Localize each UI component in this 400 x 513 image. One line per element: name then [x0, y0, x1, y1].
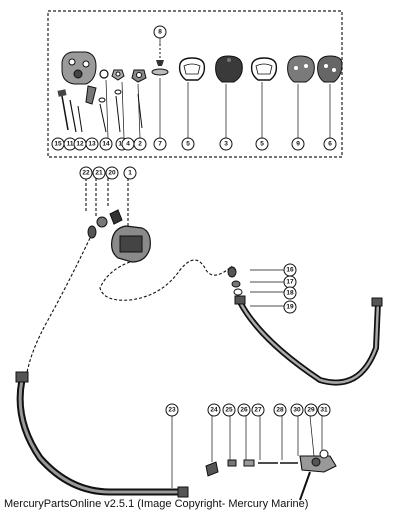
- callout-inset-5b: 5: [255, 137, 269, 151]
- svg-text:20: 20: [108, 170, 116, 177]
- svg-text:3: 3: [224, 141, 228, 148]
- svg-text:23: 23: [168, 407, 176, 414]
- callout-main-29: 29: [304, 403, 318, 417]
- svg-text:1: 1: [128, 170, 132, 177]
- svg-text:8: 8: [158, 29, 162, 36]
- svg-text:22: 22: [82, 170, 90, 177]
- svg-text:26: 26: [240, 407, 248, 414]
- callout-inset-12: 12: [73, 137, 87, 151]
- callout-main-24: 24: [207, 403, 221, 417]
- callout-main-30: 30: [290, 403, 304, 417]
- callout-main-20: 20: [105, 166, 119, 180]
- inset-screws: [57, 85, 143, 133]
- inset-small-parts: [99, 69, 147, 83]
- callout-inset-8: 8: [153, 25, 167, 39]
- inset-part-7: [151, 44, 169, 76]
- callout-main-18: 18: [283, 286, 297, 300]
- svg-text:18: 18: [286, 290, 294, 297]
- fuel-line-dashed: [25, 178, 233, 379]
- svg-text:19: 19: [286, 304, 294, 311]
- callout-inset-15: 15: [51, 137, 65, 151]
- svg-text:2: 2: [138, 141, 142, 148]
- inset-detail-box: [47, 10, 343, 158]
- callout-inset-3: 3: [219, 137, 233, 151]
- callout-main-31: 31: [317, 403, 331, 417]
- callout-main-22: 22: [79, 166, 93, 180]
- svg-text:12: 12: [76, 141, 84, 148]
- svg-text:27: 27: [254, 407, 262, 414]
- svg-text:14: 14: [102, 141, 110, 148]
- callout-main-19: 19: [283, 300, 297, 314]
- callout-main-28: 28: [273, 403, 287, 417]
- callout-inset-6: 6: [323, 137, 337, 151]
- main-leaders: [171, 269, 323, 488]
- callout-main-3-small: [319, 449, 329, 459]
- main-lower-fittings: [205, 455, 337, 501]
- svg-text:30: 30: [293, 407, 301, 414]
- main-hose-left: [15, 371, 189, 498]
- svg-text:9: 9: [296, 141, 300, 148]
- callout-main-25: 25: [222, 403, 236, 417]
- svg-text:25: 25: [225, 407, 233, 414]
- callout-main-17: 17: [283, 275, 297, 289]
- svg-text:13: 13: [88, 141, 96, 148]
- svg-text:21: 21: [95, 170, 103, 177]
- callout-inset-7: 7: [153, 137, 167, 151]
- svg-text:5: 5: [260, 141, 264, 148]
- inset-housing-part: [61, 51, 97, 85]
- copyright-caption: MercuryPartsOnline v2.5.1 (Image Copyrig…: [4, 498, 309, 510]
- inset-leaders: [105, 38, 331, 139]
- inset-gaskets: [178, 55, 343, 83]
- callout-inset-13: 13: [85, 137, 99, 151]
- callout-inset-4: 4: [121, 137, 135, 151]
- callout-inset-9: 9: [291, 137, 305, 151]
- svg-text:6: 6: [328, 141, 332, 148]
- svg-text:15: 15: [54, 141, 62, 148]
- svg-text:7: 7: [158, 141, 162, 148]
- svg-text:5: 5: [186, 141, 190, 148]
- main-upper-parts: [87, 209, 151, 263]
- svg-text:24: 24: [210, 407, 218, 414]
- svg-text:16: 16: [286, 267, 294, 274]
- callout-inset-11: 11: [63, 137, 77, 151]
- main-hose-right: [227, 266, 383, 386]
- svg-text:31: 31: [320, 407, 328, 414]
- svg-text:29: 29: [307, 407, 315, 414]
- svg-text:28: 28: [276, 407, 284, 414]
- callout-main-1: 1: [123, 166, 137, 180]
- callout-inset-5a: 5: [181, 137, 195, 151]
- callout-main-27: 27: [251, 403, 265, 417]
- callout-main-26: 26: [237, 403, 251, 417]
- callout-inset-2: 2: [133, 137, 147, 151]
- callout-main-23: 23: [165, 403, 179, 417]
- callout-main-21: 21: [92, 166, 106, 180]
- svg-text:4: 4: [126, 141, 130, 148]
- svg-text:17: 17: [286, 279, 294, 286]
- svg-text:11: 11: [67, 141, 74, 148]
- callout-inset-14: 14: [99, 137, 113, 151]
- callout-main-16: 16: [283, 263, 297, 277]
